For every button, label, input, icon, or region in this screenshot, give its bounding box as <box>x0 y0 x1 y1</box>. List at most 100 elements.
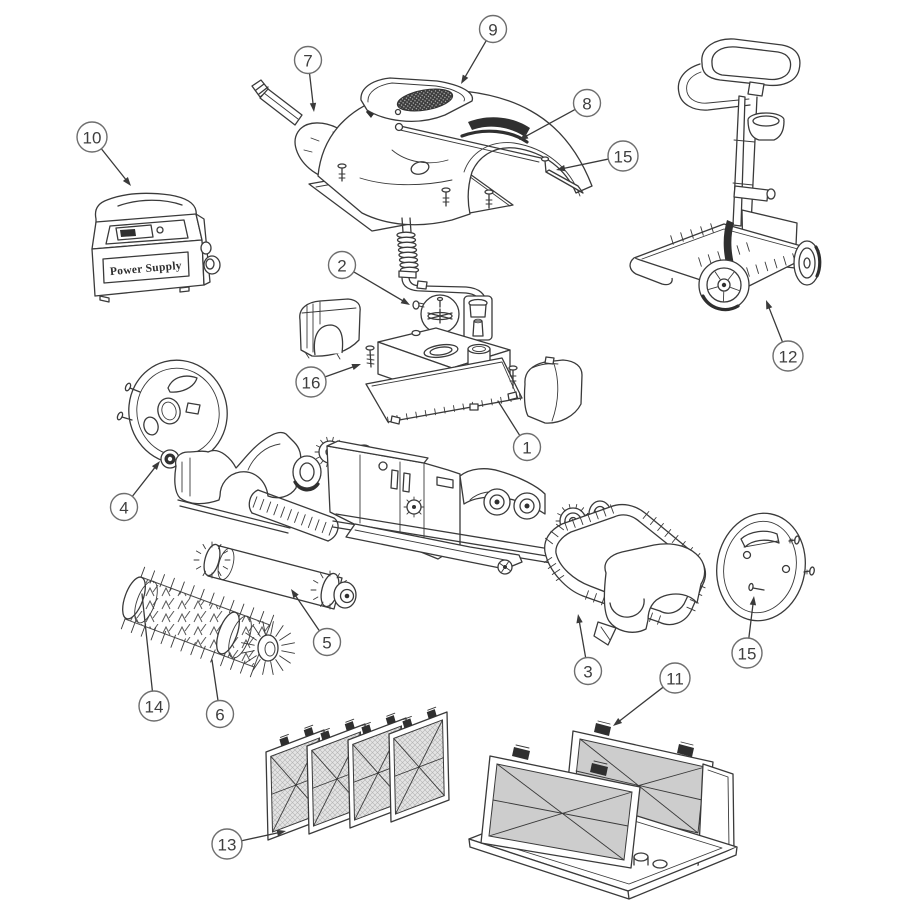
callout-circle <box>512 432 542 462</box>
plate-ext-screw-b <box>803 566 815 576</box>
callout-15: 15 <box>556 140 639 172</box>
leader-line <box>131 466 156 498</box>
callout-circle <box>205 699 235 729</box>
screw-right-of-motor <box>508 365 518 389</box>
callout-number: 15 <box>614 148 633 167</box>
power-button <box>156 226 164 234</box>
callout-15: 15 <box>731 596 763 669</box>
callout-circle <box>138 690 170 722</box>
leader-line <box>352 271 404 302</box>
plate-handle-slot <box>740 530 780 548</box>
brush-end-spikes <box>241 621 295 675</box>
callout-circle <box>572 88 602 118</box>
leader-line <box>294 594 321 632</box>
callout-2: 2 <box>327 250 410 305</box>
lid-vent-mesh <box>396 88 454 112</box>
callout-circle <box>76 121 108 153</box>
callout-4: 4 <box>109 461 160 522</box>
callout-10: 10 <box>76 121 131 186</box>
callout-circle <box>731 637 763 669</box>
leader-line <box>211 659 219 702</box>
handle-foam-right <box>523 356 583 424</box>
callout-circle <box>573 656 603 686</box>
callout-13: 13 <box>211 828 286 860</box>
callout-number: 1 <box>522 439 531 458</box>
cover-screws <box>337 163 494 209</box>
plate-center-screw <box>748 582 765 592</box>
arrowhead <box>400 297 410 305</box>
chassis-wheel-a <box>483 488 511 516</box>
callout-5: 5 <box>291 589 342 657</box>
power-supply-label-plate <box>102 251 190 284</box>
arrowhead <box>122 176 131 186</box>
leader-line <box>563 158 609 170</box>
arrowhead <box>461 74 469 84</box>
callout-16: 16 <box>295 364 361 398</box>
plate-screw-a <box>124 382 141 393</box>
callout-12: 12 <box>766 300 804 372</box>
basket-clips <box>512 720 694 776</box>
plate-ext-screw-a <box>788 535 800 545</box>
brush <box>120 566 295 678</box>
impeller-detail-circle <box>420 294 460 334</box>
side-plate-right <box>716 512 815 622</box>
plate-kidney-slot <box>167 375 198 393</box>
brush-mid-band <box>216 611 240 655</box>
callout-circle <box>478 14 508 44</box>
callout-8: 8 <box>519 88 602 140</box>
handle-foam-left <box>299 298 361 360</box>
chassis-keel <box>345 523 523 570</box>
callout-circle <box>312 627 342 657</box>
filter-panel <box>388 706 450 823</box>
track-housing-right <box>593 543 706 646</box>
callout-circle <box>659 662 691 694</box>
arrowhead <box>519 132 529 140</box>
filter-panels <box>265 706 450 841</box>
arrowhead <box>309 102 317 112</box>
leader-line <box>100 148 127 181</box>
callout-9: 9 <box>461 14 508 84</box>
callout-number: 6 <box>215 706 224 725</box>
leader-line <box>618 686 664 722</box>
track-left-teeth <box>252 496 334 536</box>
handle-hinge <box>747 81 765 97</box>
small-knob <box>200 241 212 255</box>
leader-line <box>525 108 576 137</box>
callout-number: 12 <box>779 348 798 367</box>
arrowhead <box>276 829 286 837</box>
arrowhead <box>576 614 583 624</box>
impeller-screw <box>412 300 425 310</box>
callout-circle <box>772 340 804 372</box>
power-supply-unit: Power Supply <box>91 192 221 303</box>
leader-line <box>240 832 279 842</box>
leader-line <box>578 621 587 659</box>
leader-line <box>141 593 154 692</box>
callout-number: 10 <box>83 129 102 148</box>
caddy-wheel-left <box>698 259 750 312</box>
callout-number: 13 <box>218 836 237 855</box>
callout-number: 11 <box>666 670 684 689</box>
leader-line <box>324 366 355 378</box>
callout-6: 6 <box>205 659 235 729</box>
callout-circle <box>211 828 243 860</box>
leader-line <box>748 603 754 639</box>
motor-base-plate <box>365 357 523 423</box>
callout-number: 3 <box>583 663 592 682</box>
callout-circle <box>295 366 327 398</box>
leader-line <box>497 400 521 437</box>
callout-3: 3 <box>573 614 603 686</box>
basket-front-panel <box>480 755 641 869</box>
caddy-cart <box>629 38 822 312</box>
track-left <box>248 489 339 542</box>
chassis-wheel-b <box>513 492 541 520</box>
arrowhead <box>351 364 361 371</box>
arrowhead <box>556 165 566 172</box>
screw-16 <box>365 345 375 368</box>
roller-left-teeth <box>193 541 231 579</box>
callout-number: 15 <box>738 645 757 664</box>
callout-7: 7 <box>293 45 323 112</box>
caddy-wheel-right <box>793 240 822 286</box>
chassis <box>326 440 612 575</box>
